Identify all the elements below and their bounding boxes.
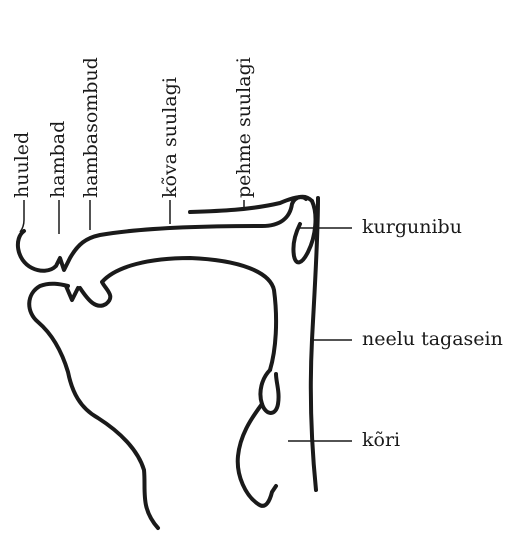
lower-lip-chin-outline xyxy=(29,284,158,528)
epiglottis-outline xyxy=(260,370,278,413)
label-neelu-tagasein: neelu tagasein xyxy=(362,328,503,350)
label-pehme-suulagi: pehme suulagi xyxy=(233,57,255,198)
larynx-front-wall xyxy=(238,404,276,506)
label-hambad: hambad xyxy=(47,121,69,198)
label-hambasombud: hambasombud xyxy=(80,57,102,198)
lower-teeth-outline xyxy=(66,286,78,300)
uvula-outline xyxy=(293,201,315,262)
leader-huuled xyxy=(20,200,24,232)
label-huuled: huuled xyxy=(11,132,33,198)
label-kova-suulagi: kõva suulagi xyxy=(159,77,181,198)
label-kurgunibu: kurgunibu xyxy=(362,216,462,238)
tongue-outline xyxy=(80,258,276,370)
label-kori: kõri xyxy=(362,429,400,451)
